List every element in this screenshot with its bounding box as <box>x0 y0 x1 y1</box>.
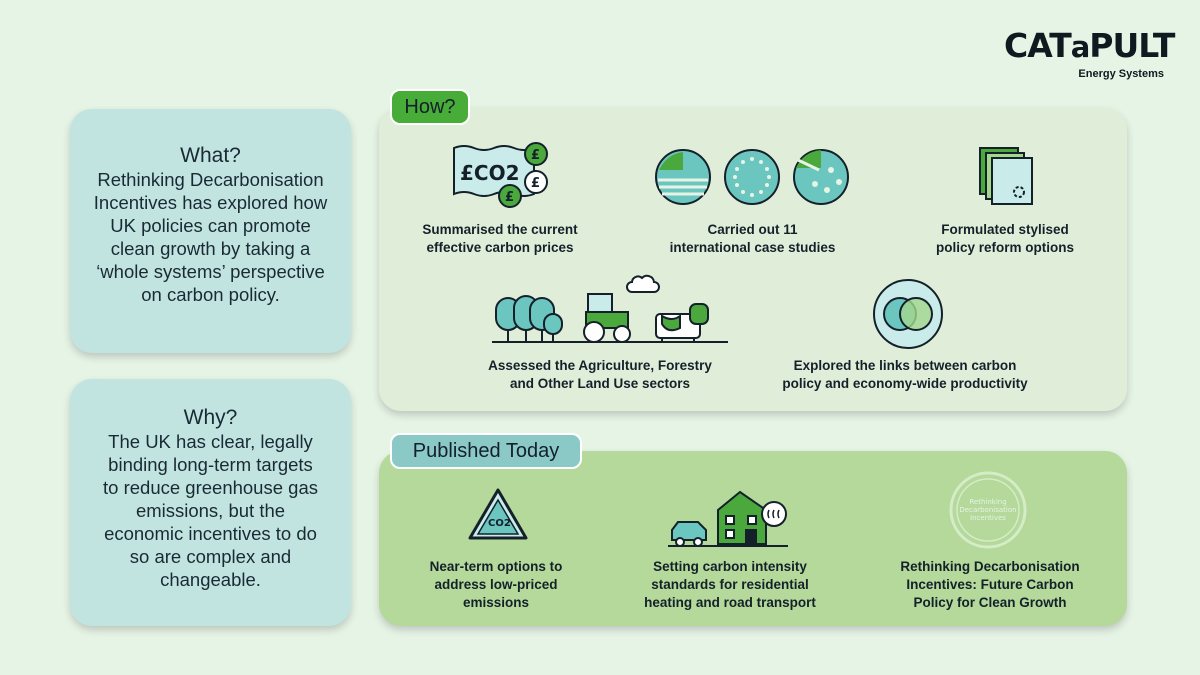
catapult-logo: CATaPULT Energy Systems <box>1004 24 1176 86</box>
why-heading: Why? <box>183 406 238 429</box>
carbon-price-label: £CO2 <box>460 161 520 185</box>
what-body: Rethinking Decarbonisation Incentives ha… <box>93 169 328 305</box>
svg-text:Incentives: Incentives <box>970 514 1006 522</box>
carbon-price-icon: £CO2 £ £ £ <box>453 142 548 208</box>
how-tag: How? <box>390 89 470 125</box>
svg-text:£: £ <box>505 190 514 205</box>
how-caption-5: Explored the links between carbon policy… <box>782 358 1028 391</box>
how-caption-3: Formulated stylised policy reform option… <box>935 222 1074 255</box>
logo-subtitle: Energy Systems <box>1078 68 1164 80</box>
svg-text:£: £ <box>531 148 540 163</box>
venn-icon <box>873 279 943 349</box>
house-car-icon <box>668 490 788 547</box>
why-box: Why? The UK has clear, legally binding l… <box>70 379 351 626</box>
published-caption-1: Near-term options to address low-priced … <box>429 559 563 610</box>
what-heading: What? <box>180 144 241 167</box>
co2-triangle-icon: CO2 <box>468 488 528 540</box>
how-caption-4: Assessed the Agriculture, Forestry and O… <box>488 358 712 391</box>
published-caption-2: Setting carbon intensity standards for r… <box>644 559 816 610</box>
published-tag: Published Today <box>390 433 582 469</box>
why-body: The UK has clear, legally binding long-t… <box>103 431 318 590</box>
what-box: What? Rethinking Decarbonisation Incenti… <box>70 109 351 353</box>
report-seal-icon: Rethinking Decarbonisation Incentives <box>949 471 1027 549</box>
svg-text:Decarbonisation: Decarbonisation <box>959 506 1016 514</box>
land-use-icon <box>492 274 728 343</box>
svg-text:Rethinking: Rethinking <box>969 498 1006 506</box>
logo-wordmark: CATaPULT <box>1004 26 1175 65</box>
published-caption-3: Rethinking Decarbonisation Incentives: F… <box>900 559 1080 610</box>
flags-icon <box>655 149 849 205</box>
how-caption-2: Carried out 11 international case studie… <box>669 222 836 255</box>
svg-text:£: £ <box>531 176 540 191</box>
co2-label: CO2 <box>488 518 511 529</box>
documents-icon <box>979 147 1033 205</box>
how-caption-1: Summarised the current effective carbon … <box>422 222 578 255</box>
